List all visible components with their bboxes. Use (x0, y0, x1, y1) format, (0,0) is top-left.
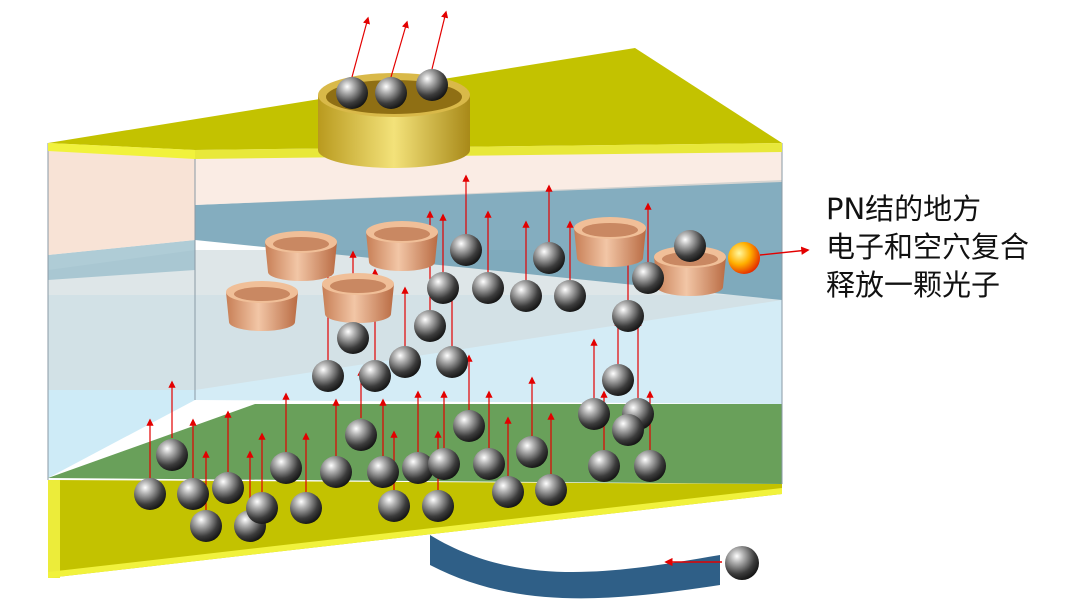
electron-sphere-icon (533, 242, 565, 274)
electron-sphere-icon (312, 360, 344, 392)
explanation-caption: PN结的地方 电子和空穴复合 释放一颗光子 (826, 190, 1066, 304)
electron-sphere-icon (516, 436, 548, 468)
electron-sphere-icon (535, 474, 567, 506)
holes-group (226, 217, 726, 331)
hole-cup-icon (366, 221, 438, 271)
electron-sphere-icon (634, 450, 666, 482)
electron-sphere-icon (422, 490, 454, 522)
hole-cup-icon (226, 281, 298, 331)
electron-sphere-icon (510, 280, 542, 312)
electron-sphere-icon (290, 492, 322, 524)
caption-line-2: 电子和空穴复合 (826, 230, 1030, 264)
electron-sphere-icon (320, 456, 352, 488)
electron-sphere-icon (190, 510, 222, 542)
electron-sphere-icon (612, 414, 644, 446)
hole-cup-icon (265, 231, 337, 281)
electron-sphere-icon (212, 472, 244, 504)
hole-cup-icon (574, 217, 646, 267)
electron-sphere-icon (414, 310, 446, 342)
wire (430, 535, 720, 599)
electron-sphere-icon (375, 77, 407, 109)
photon-sphere-icon (728, 242, 760, 274)
electron-sphere-icon (336, 77, 368, 109)
photon-emission-arrow (759, 246, 810, 256)
hole-cup-icon (322, 273, 394, 323)
electron-sphere-icon (612, 300, 644, 332)
electron-sphere-icon (156, 439, 188, 471)
electron-sphere-icon (453, 410, 485, 442)
electron-sphere-icon (367, 456, 399, 488)
electron-sphere-icon (428, 448, 460, 480)
electron-sphere-icon (450, 234, 482, 266)
incoming-electron (725, 546, 759, 580)
box-outline (47, 143, 783, 484)
electron-sphere-icon (588, 450, 620, 482)
arrow-icon (431, 10, 449, 70)
electron-sphere-icon (427, 272, 459, 304)
arrow-icon (351, 16, 370, 78)
arrow-icon (390, 20, 409, 78)
electron-sphere-icon (246, 492, 278, 524)
electron-sphere-icon (402, 452, 434, 484)
electron-sphere-icon (632, 262, 664, 294)
electrons-group (134, 69, 706, 542)
electron-sphere-icon (554, 280, 586, 312)
electron-sphere-icon (378, 490, 410, 522)
electron-sphere-icon (134, 478, 166, 510)
electron-sphere-icon (345, 419, 377, 451)
electron-sphere-icon (436, 346, 468, 378)
electron-sphere-icon (270, 452, 302, 484)
electron-sphere-icon (472, 272, 504, 304)
caption-line-3: 释放一颗光子 (826, 268, 1001, 302)
electron-sphere-icon (492, 476, 524, 508)
electron-sphere-icon (177, 478, 209, 510)
electron-sphere-icon (602, 364, 634, 396)
junction-lower-slab (48, 250, 782, 390)
electron-sphere-icon (389, 346, 421, 378)
p-type-layer (48, 143, 195, 255)
electron-sphere-icon (359, 360, 391, 392)
caption-line-1: PN结的地方 (826, 192, 982, 226)
electron-sphere-icon (416, 69, 448, 101)
electron-sphere-icon (578, 398, 610, 430)
electron-sphere-icon (337, 322, 369, 354)
electron-sphere-icon (674, 230, 706, 262)
electron-sphere-icon (473, 448, 505, 480)
